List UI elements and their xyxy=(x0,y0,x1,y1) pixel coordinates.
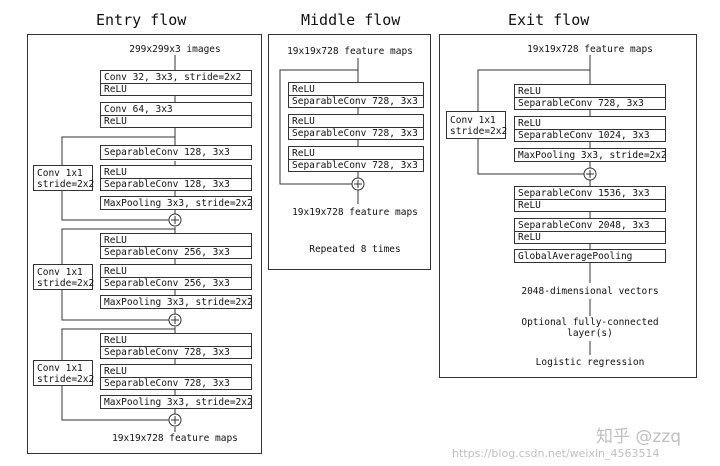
exit-sepconv2048: SeparableConv 2048, 3x3 ReLU xyxy=(514,218,666,244)
watermark-logo: 知乎 @zzq xyxy=(596,427,682,447)
exit-skip-conv-label: Conv 1x1 stride=2x2 xyxy=(450,115,508,137)
entry-conv64-relu: ReLU xyxy=(104,116,127,127)
entry-conv64-line: Conv 64, 3x3 xyxy=(104,104,173,115)
middle-block-3: ReLU SeparableConv 728, 3x3 xyxy=(288,146,424,172)
middle-output-label: 19x19x728 feature maps xyxy=(292,207,418,218)
exit-global-average-pooling: GlobalAveragePooling xyxy=(514,249,666,263)
entry-input-label: 299x299x3 images xyxy=(129,44,221,55)
exit-sepconv1024: ReLU SeparableConv 1024, 3x3 xyxy=(514,116,666,142)
entry-maxpool-1: MaxPooling 3x3, stride=2x2 xyxy=(100,196,253,210)
entry-conv32-line: Conv 32, 3x3, stride=2x2 xyxy=(104,72,242,83)
entry-sepconv128-b-line: SeparableConv 128, 3x3 xyxy=(104,179,230,190)
entry-skip-conv-1-label: Conv 1x1 stride=2x2 xyxy=(37,168,95,190)
middle-block-2: ReLU SeparableConv 728, 3x3 xyxy=(288,114,424,140)
watermark-url: https://blog.csdn.net/weixin_4563514 xyxy=(452,447,660,460)
exit-fc-label: Optional fully-connected layer(s) xyxy=(521,317,659,339)
exit-sepconv728-relu: ReLU xyxy=(518,86,541,97)
exit-vectors-label: 2048-dimensional vectors xyxy=(521,286,659,297)
entry-sepconv728-b-line: SeparableConv 728, 3x3 xyxy=(104,378,230,389)
entry-sepconv128-b: ReLU SeparableConv 128, 3x3 xyxy=(100,165,252,191)
middle-block-2-relu: ReLU xyxy=(292,116,315,127)
entry-maxpool-1-line: MaxPooling 3x3, stride=2x2 xyxy=(104,198,253,209)
entry-skip-conv-3: Conv 1x1 stride=2x2 xyxy=(33,360,95,386)
middle-flow-heading: Middle flow xyxy=(301,11,401,29)
entry-sepconv256-b-relu: ReLU xyxy=(104,266,127,277)
entry-skip-conv-2: Conv 1x1 stride=2x2 xyxy=(33,264,95,290)
exit-sepconv1536: SeparableConv 1536, 3x3 ReLU xyxy=(514,186,666,212)
exit-gap-line: GlobalAveragePooling xyxy=(518,251,633,262)
entry-conv64-block: Conv 64, 3x3 ReLU xyxy=(100,102,252,128)
exit-maxpool: MaxPooling 3x3, stride=2x2 xyxy=(514,148,667,162)
entry-skip-conv-1: Conv 1x1 stride=2x2 xyxy=(33,165,95,191)
entry-maxpool-3-line: MaxPooling 3x3, stride=2x2 xyxy=(104,397,253,408)
exit-skip-conv: Conv 1x1 stride=2x2 xyxy=(446,111,508,139)
exit-flow-heading: Exit flow xyxy=(508,11,590,29)
entry-output-label: 19x19x728 feature maps xyxy=(112,433,238,444)
exit-maxpool-line: MaxPooling 3x3, stride=2x2 xyxy=(518,150,667,161)
entry-sepconv728-b: ReLU SeparableConv 728, 3x3 xyxy=(100,364,252,390)
entry-sepconv256-b-line: SeparableConv 256, 3x3 xyxy=(104,278,230,289)
exit-sepconv1536-relu: ReLU xyxy=(518,200,541,211)
entry-sepconv728-a-relu: ReLU xyxy=(104,335,127,346)
entry-sepconv128-a-line: SeparableConv 128, 3x3 xyxy=(104,147,230,158)
entry-maxpool-2: MaxPooling 3x3, stride=2x2 xyxy=(100,295,253,309)
entry-skip-conv-3-label: Conv 1x1 stride=2x2 xyxy=(37,363,95,385)
entry-sepconv128-b-relu: ReLU xyxy=(104,167,127,178)
middle-block-1: ReLU SeparableConv 728, 3x3 xyxy=(288,82,424,108)
middle-block-3-relu: ReLU xyxy=(292,148,315,159)
exit-sepconv1024-line: SeparableConv 1024, 3x3 xyxy=(518,130,650,141)
exit-sepconv728-line: SeparableConv 728, 3x3 xyxy=(518,98,644,109)
entry-sepconv256-a-relu: ReLU xyxy=(104,235,127,246)
middle-input-label: 19x19x728 feature maps xyxy=(287,46,413,57)
entry-maxpool-2-line: MaxPooling 3x3, stride=2x2 xyxy=(104,297,253,308)
middle-block-1-line: SeparableConv 728, 3x3 xyxy=(292,96,418,107)
exit-input-label: 19x19x728 feature maps xyxy=(527,44,653,55)
entry-sepconv728-a: ReLU SeparableConv 728, 3x3 xyxy=(100,333,252,359)
middle-repeat-label: Repeated 8 times xyxy=(309,244,401,255)
entry-sepconv256-b: ReLU SeparableConv 256, 3x3 xyxy=(100,264,252,290)
exit-sepconv2048-relu: ReLU xyxy=(518,232,541,243)
entry-sepconv728-a-line: SeparableConv 728, 3x3 xyxy=(104,347,230,358)
exit-sepconv728: ReLU SeparableConv 728, 3x3 xyxy=(514,84,666,110)
middle-block-3-line: SeparableConv 728, 3x3 xyxy=(292,160,418,171)
entry-conv32-block: Conv 32, 3x3, stride=2x2 ReLU xyxy=(100,70,252,96)
entry-sepconv256-a-line: SeparableConv 256, 3x3 xyxy=(104,247,230,258)
exit-sepconv1536-line: SeparableConv 1536, 3x3 xyxy=(518,188,650,199)
exit-sepconv2048-line: SeparableConv 2048, 3x3 xyxy=(518,220,650,231)
exit-sepconv1024-relu: ReLU xyxy=(518,118,541,129)
entry-sepconv128-a: SeparableConv 128, 3x3 xyxy=(100,145,252,160)
entry-skip-conv-2-label: Conv 1x1 stride=2x2 xyxy=(37,267,95,289)
exit-logreg-label: Logistic regression xyxy=(535,357,645,368)
entry-sepconv728-b-relu: ReLU xyxy=(104,366,127,377)
entry-flow-heading: Entry flow xyxy=(96,11,187,29)
middle-block-1-relu: ReLU xyxy=(292,84,315,95)
entry-conv32-relu: ReLU xyxy=(104,84,127,95)
middle-block-2-line: SeparableConv 728, 3x3 xyxy=(292,128,418,139)
entry-maxpool-3: MaxPooling 3x3, stride=2x2 xyxy=(100,395,253,409)
entry-sepconv256-a: ReLU SeparableConv 256, 3x3 xyxy=(100,233,252,259)
